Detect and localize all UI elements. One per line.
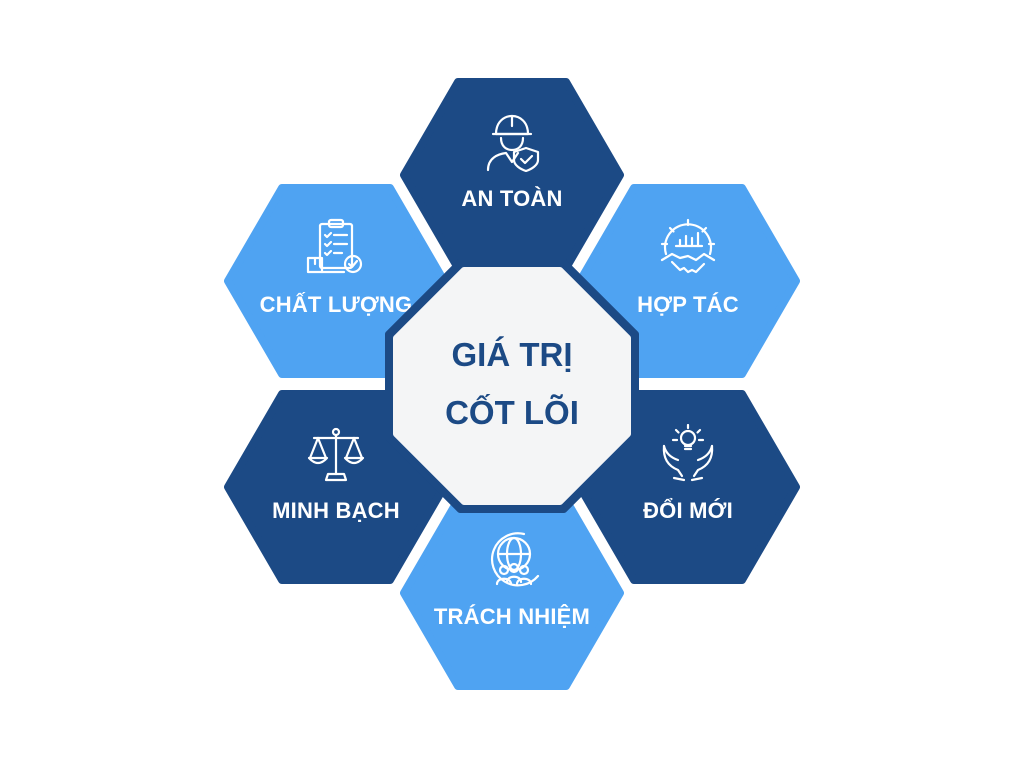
hex-responsibility: TRÁCH NHIỆM (400, 496, 624, 690)
value-label: ĐỔI MỚI (643, 498, 733, 523)
hexagon-shape (400, 496, 624, 690)
balance-scale-icon (307, 427, 365, 482)
value-label: CHẤT LƯỢNG (259, 292, 413, 317)
lightbulb-hands-icon (662, 424, 714, 482)
value-label: MINH BẠCH (272, 498, 400, 523)
worker-safety-shield-icon (486, 114, 540, 172)
gear-handshake-icon (660, 218, 716, 274)
globe-people-icon (490, 532, 540, 587)
clipboard-checklist-icon (306, 218, 363, 274)
octagon-shape (385, 259, 639, 513)
core-values-center: GIÁ TRỊ CỐT LÕI (384, 258, 640, 514)
value-label: HỢP TÁC (637, 292, 739, 317)
center-title-line-1: GIÁ TRỊ (451, 336, 573, 373)
value-label: AN TOÀN (461, 186, 563, 211)
center-title-line-2: CỐT LÕI (445, 394, 579, 431)
hex-cooperation: HỢP TÁC (576, 184, 800, 378)
value-label: TRÁCH NHIỆM (433, 604, 591, 629)
